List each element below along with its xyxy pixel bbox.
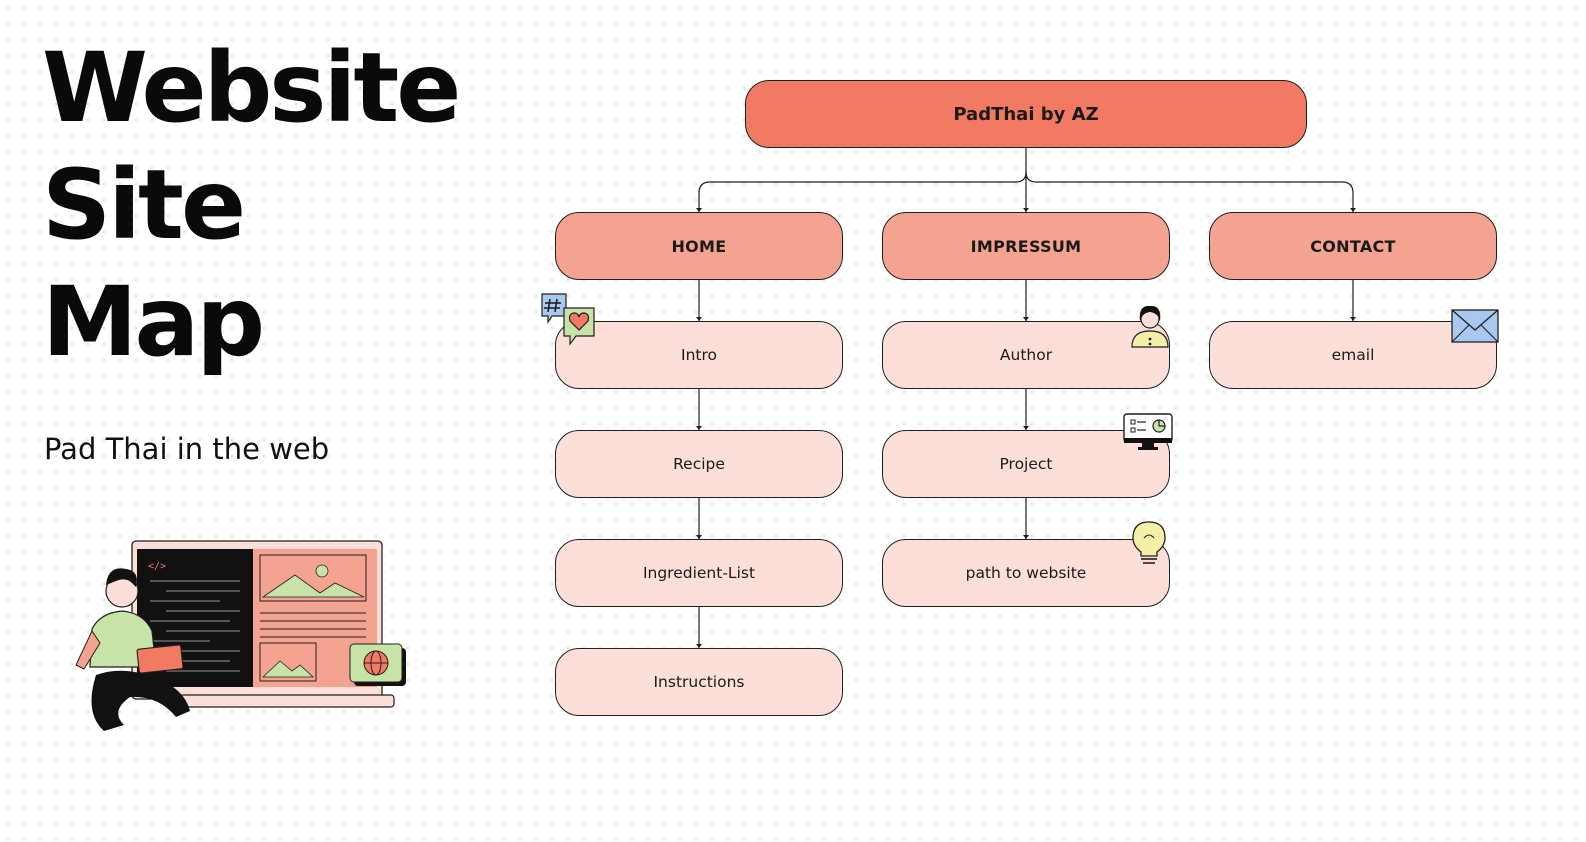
page-node-recipe: Recipe [555,430,843,498]
sitemap-root-node: PadThai by AZ [745,80,1307,148]
code-tag-text: </> [148,561,166,572]
page-node-email: email [1209,321,1497,389]
page-node-author: Author [882,321,1170,389]
page-node-instructions: Instructions [555,648,843,716]
page-node-ingredient-list: Ingredient-List [555,539,843,607]
page-node-project: Project [882,430,1170,498]
monitor-dashboard-icon [1123,413,1173,450]
lightbulb-icon [1132,521,1166,564]
page-title: Website Site Map [42,30,502,381]
page-node-intro: Intro [555,321,843,389]
subtitle: Pad Thai in the web [44,432,330,466]
section-node-home: HOME [555,212,843,280]
section-node-impressum: IMPRESSUM [882,212,1170,280]
title-line-3: Map [42,266,265,378]
connector-root-home [698,171,1027,212]
envelope-icon [1451,309,1499,343]
developer-illustration: </> [75,540,406,731]
connector-root-contact [1025,171,1354,212]
page-node-path-to-website: path to website [882,539,1170,607]
section-node-contact: CONTACT [1209,212,1497,280]
hashtag-heart-chat-icon [541,293,595,346]
title-line-2: Site [42,149,246,261]
person-icon [1131,305,1169,348]
title-line-1: Website [42,32,461,144]
